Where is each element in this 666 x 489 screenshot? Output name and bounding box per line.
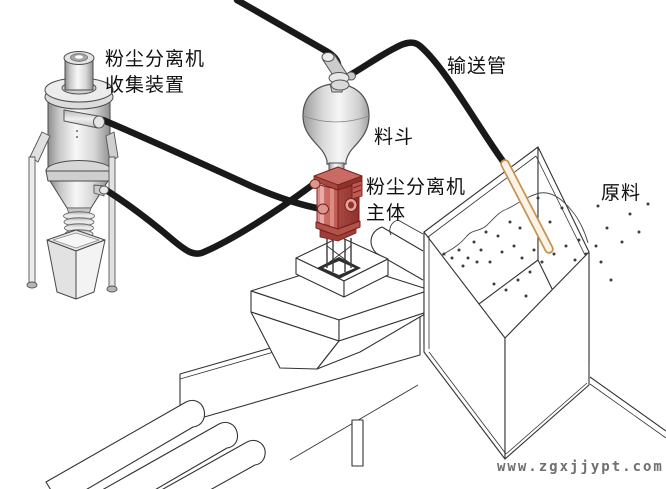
collector-legs — [26, 131, 119, 293]
conveying-pipe-hose — [346, 39, 509, 168]
machine-leg — [351, 419, 364, 467]
pellets-outside — [594, 194, 650, 282]
crate-front-right-wall — [504, 251, 590, 460]
hopper-unit — [302, 83, 370, 178]
spout-cap — [93, 115, 105, 129]
separator-mounting-cage — [326, 238, 352, 272]
hopper-body — [302, 83, 370, 165]
hopper-top-fitting — [321, 52, 356, 91]
connector-caps — [93, 52, 356, 195]
pellet-heap — [430, 192, 589, 263]
dust-collector-unit — [26, 51, 119, 300]
machine-feed-throat — [250, 310, 431, 370]
separator-upper-inlet — [309, 179, 321, 189]
separator-lower-inlet — [317, 203, 329, 215]
collector-cup — [46, 229, 106, 300]
collector-cone-hose — [102, 182, 315, 257]
dust-separator-body — [309, 166, 363, 242]
cone-port-cap — [99, 185, 109, 195]
pellets-inside — [442, 196, 588, 298]
molding-machine-outline — [45, 219, 666, 489]
machine-cylinders — [45, 399, 266, 489]
suction-wand — [500, 159, 554, 254]
hoses — [99, 0, 509, 257]
raw-material-crate — [423, 146, 650, 460]
feed-inlet-ring — [317, 257, 361, 279]
collector-to-separator-hose — [99, 116, 326, 213]
